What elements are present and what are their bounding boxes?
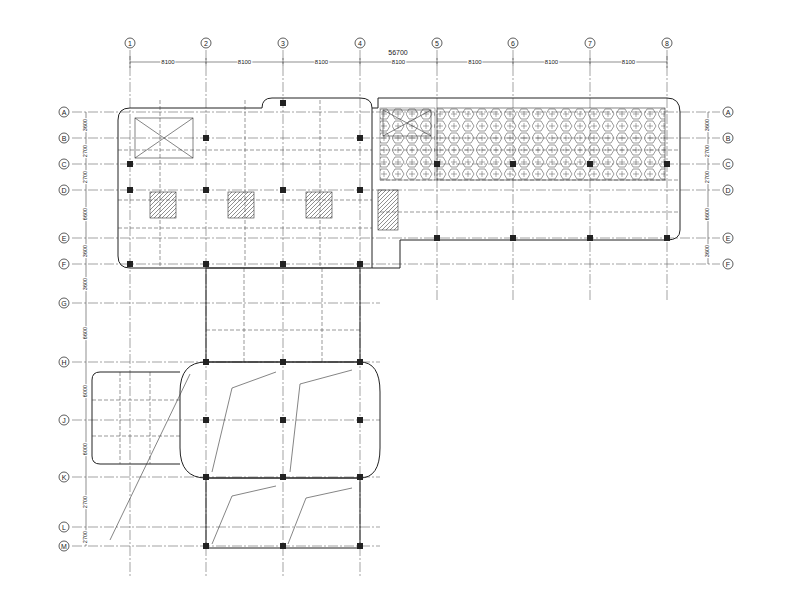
hex-infill (437, 108, 665, 180)
dimension-text: 6000 (83, 441, 89, 455)
hex-infill (380, 108, 435, 180)
grid-axis-label: 6 (511, 40, 515, 47)
grid-axis-label: 8 (665, 40, 669, 47)
dimension-text: 2700 (83, 170, 89, 184)
dimension-text: 6600 (83, 207, 89, 221)
grid-axis-label: C (725, 161, 730, 168)
grid-axis-label: F (726, 261, 730, 268)
grid-axis-label: J (62, 417, 66, 424)
grid-axis-label: B (62, 135, 67, 142)
grid-axis-label: D (61, 187, 66, 194)
grid-axis-label: 5 (435, 40, 439, 47)
grid-bubbles (59, 38, 733, 551)
grid-lines (72, 50, 720, 578)
opening-cross (135, 110, 431, 158)
dimension-text: 56700 (387, 49, 408, 56)
grid-axis-label: A (726, 109, 731, 116)
stair-hatch (150, 190, 398, 230)
dimension-text: 3600 (705, 118, 711, 132)
dimension-text: 3600 (83, 118, 89, 132)
grid-axis-label: E (62, 235, 67, 242)
grid-axis-label: L (62, 524, 66, 531)
grid-axis-label: D (725, 187, 730, 194)
dimension-text: 8100 (314, 59, 329, 65)
dimension-text: 8100 (621, 59, 636, 65)
grid-axis-label: 2 (204, 40, 208, 47)
dimension-text: 2700 (705, 170, 711, 184)
grid-axis-label: 7 (588, 40, 592, 47)
grid-axis-label: H (61, 359, 66, 366)
dimension-text: 2700 (705, 144, 711, 158)
dimension-text: 8100 (237, 59, 252, 65)
grid-axis-label: G (61, 300, 66, 307)
dimension-text: 3600 (83, 244, 89, 258)
grid-axis-label: 1 (128, 40, 132, 47)
grid-axis-label: M (61, 543, 67, 550)
grid-axis-label: A (62, 109, 67, 116)
grid-axis-label: B (726, 135, 731, 142)
dimension-text: 8100 (160, 59, 175, 65)
grid-axis-label: C (61, 161, 66, 168)
slab-span-lines (110, 370, 352, 544)
dimension-text: 6600 (705, 207, 711, 221)
dimension-text: 3600 (83, 276, 89, 290)
dimension-text: 2700 (83, 495, 89, 509)
grid-axis-label: E (726, 235, 731, 242)
dimension-lines (86, 56, 708, 546)
dimension-text: 6600 (83, 325, 89, 339)
slab-outline (92, 98, 680, 548)
beam-lines (92, 100, 680, 464)
dimension-text: 8100 (467, 59, 482, 65)
dimension-text: 8100 (391, 59, 406, 65)
grid-axis-label: 4 (358, 40, 362, 47)
dimension-text: 3600 (705, 244, 711, 258)
grid-axis-label: F (62, 261, 66, 268)
dimension-text: 6000 (83, 384, 89, 398)
grid-axis-label: K (62, 474, 67, 481)
dimension-text: 2700 (83, 144, 89, 158)
columns (127, 100, 670, 549)
dimension-text: 8100 (544, 59, 559, 65)
dimension-text: 2700 (83, 529, 89, 543)
grid-axis-label: 3 (281, 40, 285, 47)
